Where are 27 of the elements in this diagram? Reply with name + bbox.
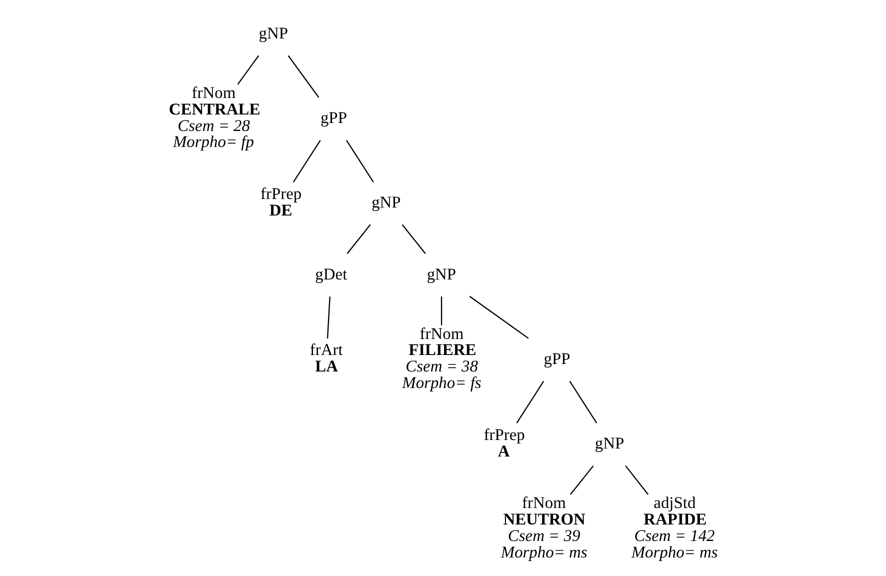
node-text: frNom NEUTRON Csem = 39 Morpho= ms <box>500 493 588 562</box>
connector <box>346 140 374 182</box>
node-text: frPrep DE <box>260 184 302 220</box>
node-text: gNP <box>372 192 401 212</box>
node-text: frNom CENTRALE Csem = 28 Morpho= fp <box>168 82 260 152</box>
node-text: gPP <box>544 349 570 368</box>
connector <box>326 296 330 338</box>
node-text: frPrep A <box>484 424 525 460</box>
connector <box>292 140 321 182</box>
connector <box>469 296 529 339</box>
connector <box>402 224 426 254</box>
node-text: gNP <box>594 434 624 453</box>
connector <box>516 380 544 424</box>
connector <box>625 465 649 495</box>
node-text: gDet <box>315 264 348 284</box>
node-text: gNP <box>426 264 456 284</box>
node-text: adjStd RAPIDE Csem = 142 Morpho= ms <box>631 493 718 562</box>
connector <box>440 296 442 326</box>
node-text: frArt LA <box>310 340 343 376</box>
connector <box>288 55 320 98</box>
node-text: gPP <box>320 108 347 128</box>
node-text: frNom FILIERE Csem = 38 Morpho= fs <box>402 324 482 392</box>
connector <box>237 55 260 85</box>
connector <box>346 224 371 254</box>
connector <box>569 380 598 424</box>
node-text: gNP <box>258 23 288 42</box>
connector <box>570 465 594 495</box>
